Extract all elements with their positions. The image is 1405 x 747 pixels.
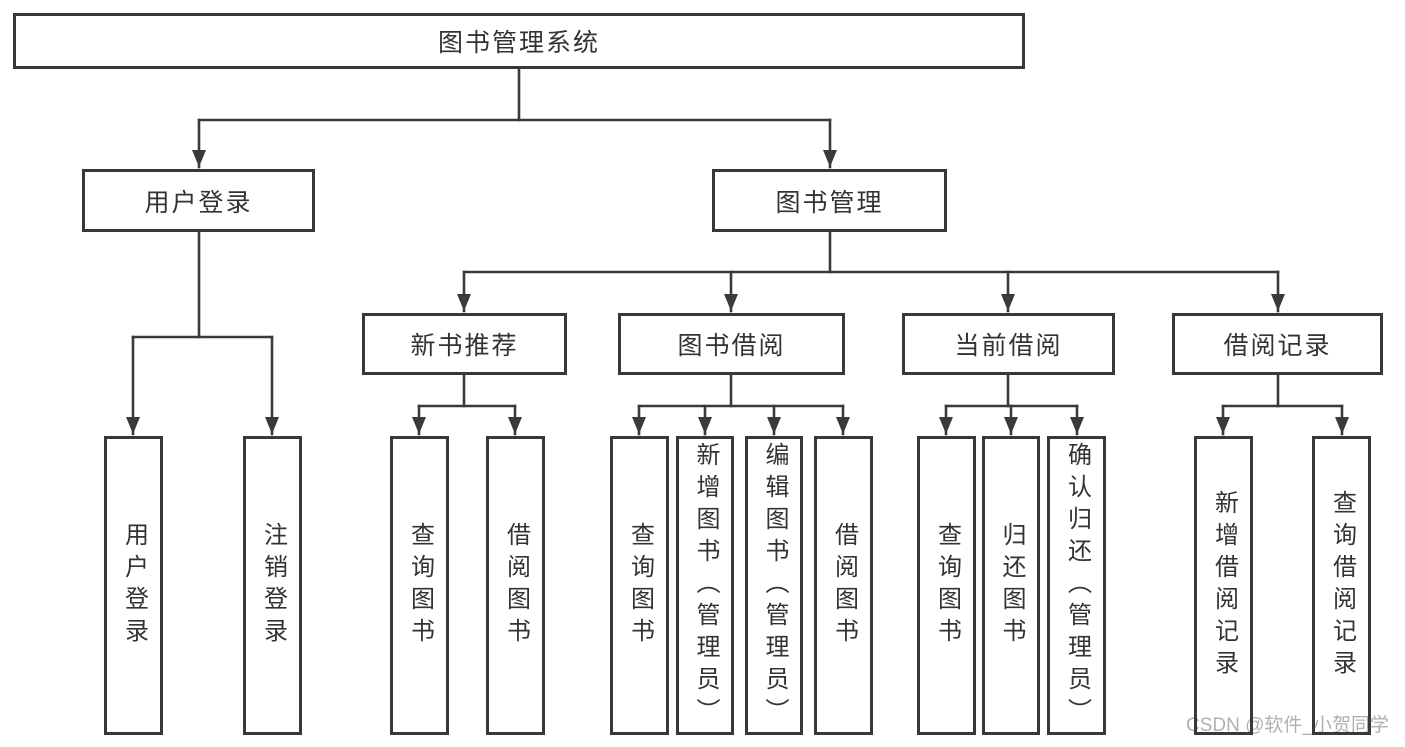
node-root-system: 图书管理系统 — [13, 13, 1025, 69]
leaf-query-borrow-record: 查询借阅记录 — [1312, 436, 1371, 735]
branch-user-login-label: 用户登录 — [144, 188, 253, 217]
leaf-user-login: 用户登录 — [104, 436, 163, 735]
leaf-user-login-label: 用户登录 — [120, 521, 148, 650]
leaf-logout-label: 注销登录 — [259, 521, 287, 650]
node-current-borrowing: 当前借阅 — [902, 313, 1115, 375]
node-book-borrowing: 图书借阅 — [618, 313, 845, 375]
leaf-logout: 注销登录 — [243, 436, 302, 735]
leaf-borrow-books-borrowing: 借阅图书 — [814, 436, 873, 735]
node-borrow-records-label: 借阅记录 — [1223, 332, 1332, 360]
connector-root-to-level2 — [192, 67, 837, 169]
branch-book-management: 图书管理 — [712, 169, 947, 232]
csdn-watermark: CSDN @软件_小贺同学 — [1186, 715, 1389, 736]
node-current-borrowing-label: 当前借阅 — [954, 332, 1063, 360]
connector-user-login-children — [126, 229, 279, 436]
leaf-query-books-recommend-label: 查询图书 — [406, 521, 434, 650]
leaf-confirm-return-admin: 确认归还（管理员） — [1047, 436, 1106, 735]
leaf-borrow-books-recommend-label: 借阅图书 — [502, 521, 530, 650]
leaf-borrow-books-recommend: 借阅图书 — [486, 436, 545, 735]
node-book-borrowing-label: 图书借阅 — [677, 332, 786, 360]
leaf-add-book-admin-label: 新增图书（管理员） — [692, 441, 719, 730]
leaf-borrow-books-borrowing-label: 借阅图书 — [830, 521, 858, 650]
node-borrow-records: 借阅记录 — [1172, 313, 1383, 375]
leaf-query-books-current-label: 查询图书 — [933, 521, 961, 650]
node-new-book-recommend-label: 新书推荐 — [410, 332, 519, 360]
leaf-add-borrow-record: 新增借阅记录 — [1194, 436, 1253, 735]
connector-current-borrowing-children — [939, 372, 1084, 436]
leaf-confirm-return-admin-label: 确认归还（管理员） — [1063, 441, 1091, 730]
leaf-query-books-current: 查询图书 — [917, 436, 976, 735]
leaf-return-books-label: 归还图书 — [998, 521, 1025, 650]
leaf-query-books-borrowing-label: 查询图书 — [626, 521, 654, 650]
node-root-system-label: 图书管理系统 — [437, 29, 600, 57]
connector-book-management-children — [457, 229, 1285, 313]
leaf-add-book-admin: 新增图书（管理员） — [676, 436, 734, 735]
leaf-edit-book-admin: 编辑图书（管理员） — [745, 436, 803, 735]
leaf-query-books-borrowing: 查询图书 — [610, 436, 669, 735]
leaf-edit-book-admin-label: 编辑图书（管理员） — [761, 441, 788, 730]
leaf-query-borrow-record-label: 查询借阅记录 — [1328, 489, 1356, 682]
leaf-query-books-recommend: 查询图书 — [390, 436, 449, 735]
leaf-add-borrow-record-label: 新增借阅记录 — [1210, 489, 1238, 682]
branch-book-management-label: 图书管理 — [775, 188, 884, 217]
leaf-return-books: 归还图书 — [982, 436, 1040, 735]
node-new-book-recommend: 新书推荐 — [362, 313, 567, 375]
branch-user-login: 用户登录 — [82, 169, 315, 232]
connector-book-borrowing-children — [632, 372, 850, 436]
connector-borrow-records-children — [1216, 372, 1349, 436]
connector-new-book-recommend-children — [412, 372, 522, 436]
